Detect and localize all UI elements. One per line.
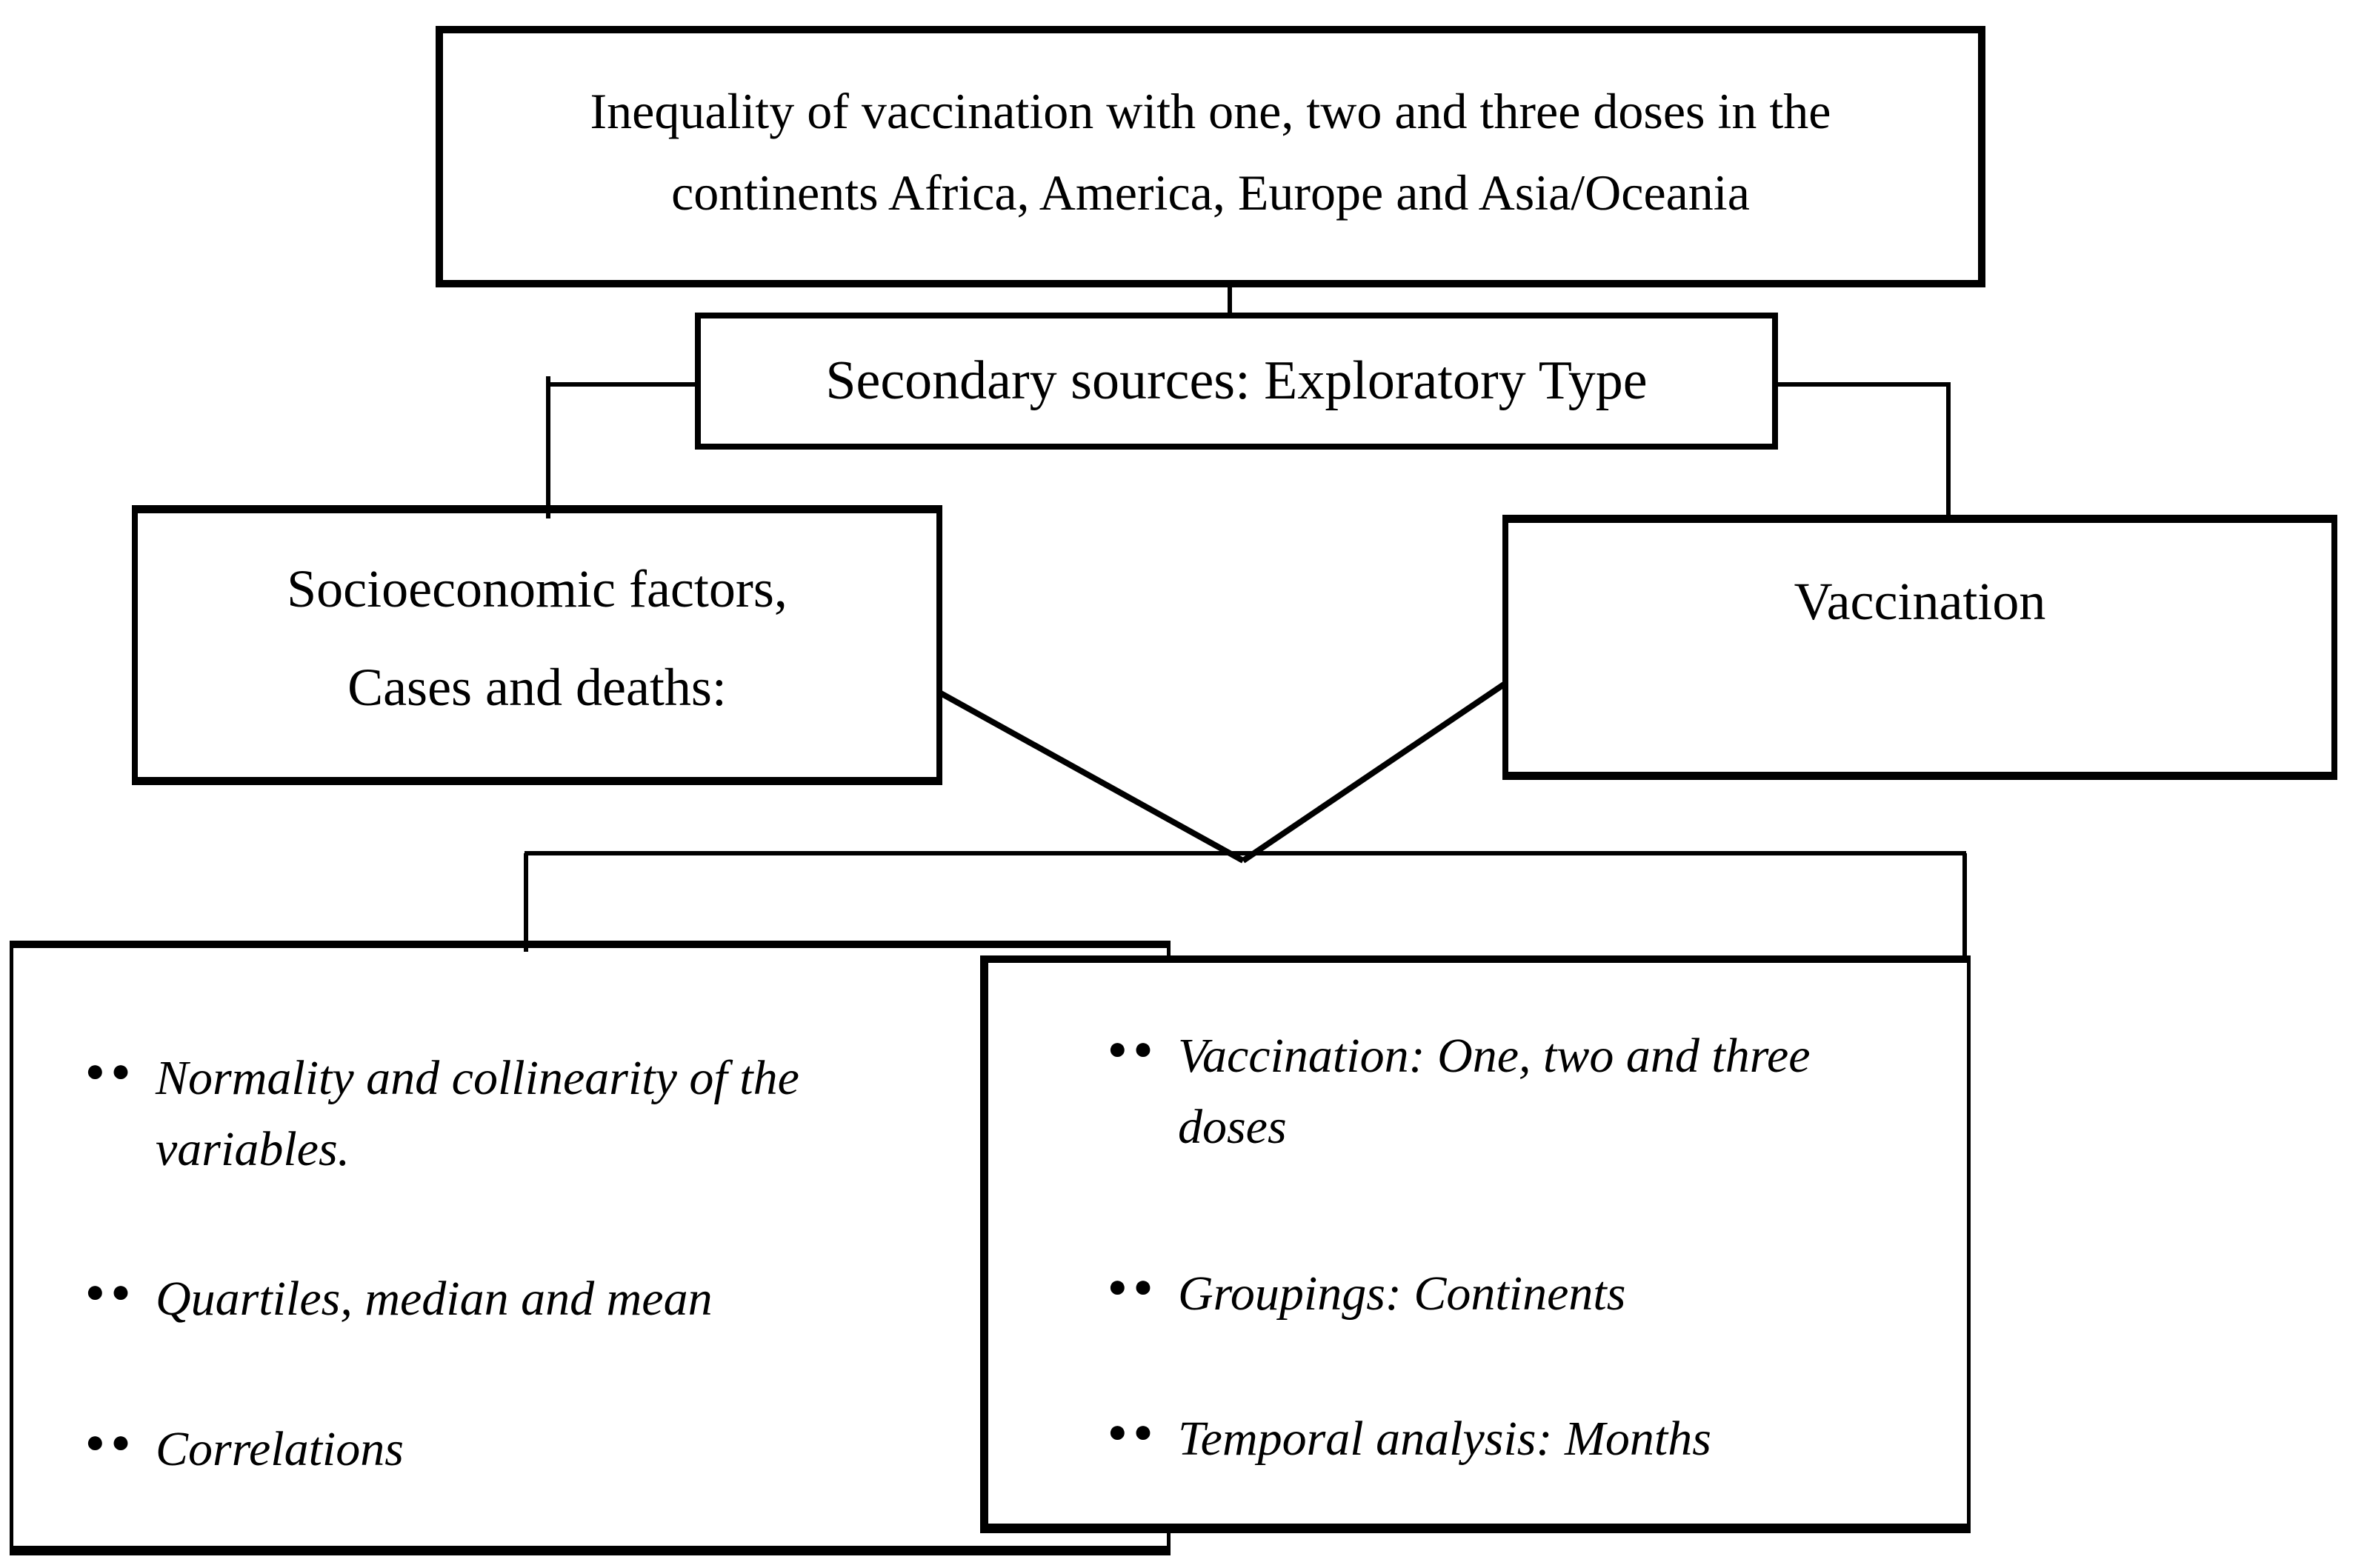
method-box: Secondary sources: Exploratory Type	[695, 313, 1778, 450]
right-analysis-list: ●● Vaccination: One, two and three doses…	[1108, 1021, 1922, 1475]
socioeconomic-box: Socioeconomic factors, Cases and deaths:	[132, 505, 942, 785]
vaccination-box-label: Vaccination	[1794, 572, 2046, 631]
list-item: ●● Temporal analysis: Months	[1108, 1404, 1922, 1475]
method-box-label: Secondary sources: Exploratory Type	[825, 350, 1648, 411]
list-item-text: Normality and collinearity of the variab…	[156, 1051, 799, 1176]
bullet-icon: ●●	[1108, 1413, 1159, 1450]
bullet-icon: ●●	[1108, 1030, 1159, 1067]
analysis-box-left	[10, 941, 1171, 1555]
vaccination-box: Vaccination	[1502, 515, 2337, 780]
title-box: Inequality of vaccination with one, two …	[436, 26, 1985, 287]
bullet-icon: ●●	[85, 1052, 137, 1089]
title-box-line2: continents Africa, America, Europe and A…	[671, 164, 1750, 221]
list-item-text: Temporal analysis: Months	[1178, 1412, 1711, 1467]
list-item: ●● Correlations	[85, 1414, 1122, 1485]
bullet-icon: ●●	[85, 1273, 137, 1310]
title-box-line1: Inequality of vaccination with one, two …	[590, 83, 1831, 139]
socioeconomic-box-line2: Cases and deaths:	[347, 658, 727, 718]
connector-diagonal-left	[939, 690, 1245, 864]
bullet-icon: ●●	[85, 1424, 137, 1461]
list-item: ●● Vaccination: One, two and three doses	[1108, 1021, 1922, 1162]
analysis-box-right	[980, 955, 1971, 1533]
list-item: ●● Normality and collinearity of the var…	[85, 1043, 970, 1184]
left-analysis-list: ●● Normality and collinearity of the var…	[85, 1043, 1122, 1564]
list-item: ●● Quartiles, median and mean	[85, 1264, 1122, 1335]
list-item-text: Vaccination: One, two and three doses	[1178, 1029, 1811, 1154]
connector-diagonal-right	[1241, 681, 1506, 864]
list-item-text: Quartiles, median and mean	[156, 1272, 713, 1327]
list-item: ●● Groupings: Continents	[1108, 1258, 1922, 1330]
bullet-icon: ●●	[1108, 1268, 1159, 1305]
list-item-text: Correlations	[156, 1422, 404, 1477]
socioeconomic-box-line1: Socioeconomic factors,	[287, 559, 788, 618]
list-item-text: Groupings: Continents	[1178, 1267, 1626, 1321]
